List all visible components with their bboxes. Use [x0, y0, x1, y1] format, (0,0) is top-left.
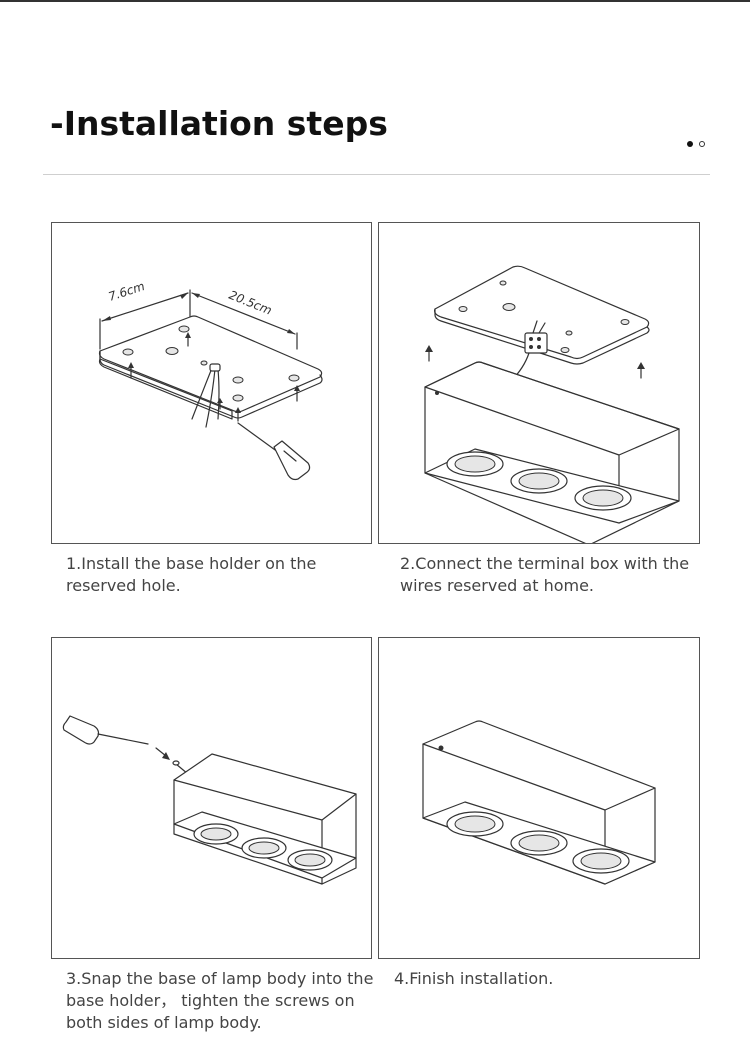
length-dimension-label: 20.5cm — [227, 288, 274, 318]
header-divider — [43, 174, 710, 175]
step-2-illustration-panel — [378, 222, 700, 544]
step-1-caption-line: reserved hole. — [66, 576, 181, 595]
step-2-caption: 2.Connect the terminal box with the wire… — [400, 553, 689, 597]
step-1-caption-line: 1.Install the base holder on the — [66, 554, 317, 573]
finished-installation-illustration — [422, 720, 656, 885]
pager-dot-inactive-icon[interactable] — [699, 141, 705, 147]
step-4-caption-line: 4.Finish installation. — [394, 969, 554, 988]
step-3-illustration-panel — [51, 637, 372, 959]
step-2-caption-line: 2.Connect the terminal box with the — [400, 554, 690, 573]
step-1-illustration-panel: 7.6cm 20.5cm — [51, 222, 372, 544]
step-1-caption: 1.Install the base holder on the reserve… — [66, 553, 316, 597]
base-holder-mounting-illustration: 7.6cm 20.5cm — [98, 279, 323, 481]
step-4-illustration-panel — [378, 637, 700, 959]
terminal-box-connection-illustration — [424, 265, 680, 543]
step-3-caption-line: 3.Snap the base of lamp body into the — [66, 969, 374, 988]
step-4-caption: 4.Finish installation. — [394, 968, 553, 990]
top-border — [0, 0, 750, 2]
width-dimension-label: 7.6cm — [107, 279, 147, 304]
snap-lamp-body-illustration — [62, 715, 357, 885]
step-2-caption-line: wires reserved at home. — [400, 576, 595, 595]
step-3-caption-line: base holder， tighten the screws on — [66, 991, 355, 1010]
page-title: -Installation steps — [50, 104, 388, 143]
pager-dot-active-icon[interactable] — [687, 141, 693, 147]
step-3-caption: 3.Snap the base of lamp body into the ba… — [66, 968, 373, 1034]
pager-dots — [687, 141, 709, 149]
step-3-caption-line: both sides of lamp body. — [66, 1013, 262, 1032]
